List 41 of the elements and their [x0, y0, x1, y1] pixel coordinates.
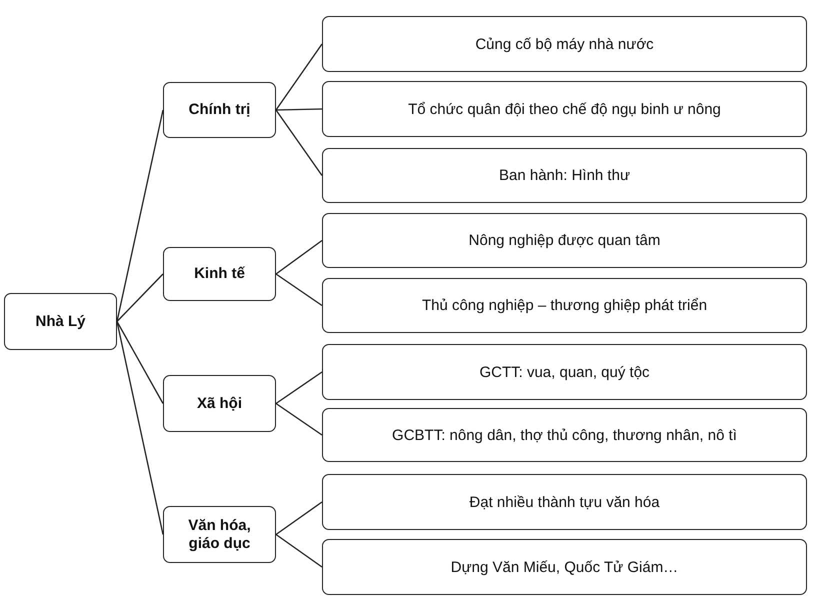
- node-text: Kinh tế: [193, 265, 246, 283]
- node-text: Đạt nhiều thành tựu văn hóa: [468, 494, 661, 510]
- node-text: Củng cố bộ máy nhà nước: [474, 36, 655, 52]
- connector-line: [276, 108, 322, 111]
- connector-line: [116, 321, 164, 404]
- node-text: Dựng Văn Miếu, Quốc Tử Giám…: [450, 558, 680, 576]
- connector-line: [276, 402, 322, 436]
- detail-box: [322, 81, 807, 137]
- connector-line: [276, 501, 322, 536]
- connector-line: [276, 273, 322, 306]
- category-box: [163, 247, 276, 301]
- node-text: Văn hóa, giáo dục: [187, 516, 252, 552]
- detail-box: [322, 213, 807, 268]
- connector-line: [276, 534, 322, 568]
- connector-line: [276, 371, 322, 404]
- connector-line: [275, 110, 323, 176]
- node-text: Chính trị: [188, 101, 252, 119]
- connector-line: [275, 44, 323, 110]
- node-text: GCTT: vua, quan, quý tộc: [478, 364, 651, 380]
- node-text: Thủ công nghiệp – thương ghiệp phát triển: [420, 297, 708, 314]
- category-box: [163, 506, 276, 563]
- detail-box: [322, 539, 807, 595]
- node-text: Tổ chức quân đội theo chế độ ngụ binh ư nông: [407, 100, 722, 118]
- node-text: Nông nghiệp được quan tâm: [468, 232, 662, 249]
- detail-box: [322, 278, 807, 333]
- connector-line: [116, 274, 164, 322]
- detail-box: [322, 16, 807, 72]
- detail-box: [322, 474, 807, 530]
- connector-line: [116, 321, 164, 535]
- detail-box: [322, 344, 807, 400]
- node-text: Ban hành: Hình thư: [498, 167, 631, 184]
- node-text: Nhà Lý: [34, 312, 86, 330]
- node-text: GCBTT: nông dân, thợ thủ công, thương nhân, nô tì: [391, 426, 738, 444]
- category-box: [163, 375, 276, 432]
- detail-box: [322, 148, 807, 203]
- connector-line: [116, 110, 164, 322]
- category-box: [163, 82, 276, 138]
- root-box: [4, 293, 117, 350]
- node-text: Xã hội: [196, 394, 243, 412]
- detail-box: [322, 408, 807, 462]
- connector-line: [276, 240, 322, 275]
